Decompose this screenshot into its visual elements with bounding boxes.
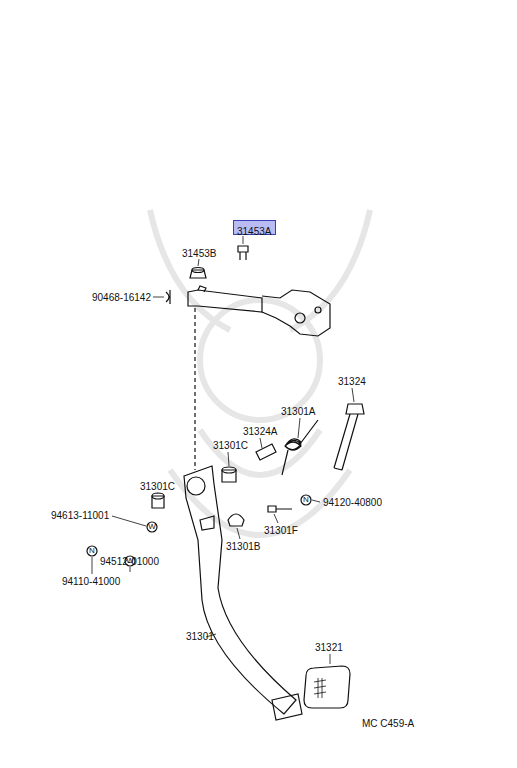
watermark (150, 210, 370, 535)
callout-number: 31301B (226, 541, 260, 552)
fastener-symbol-letter: N (89, 547, 95, 556)
part-drawings (87, 236, 364, 720)
callout-number: 94512-01000 (100, 556, 159, 567)
figure-code: MC C459-A (362, 718, 414, 729)
callout-number: 31301A (281, 406, 315, 417)
fastener-symbol-letter: N (303, 496, 309, 505)
callout-number: 31321 (315, 642, 343, 653)
callout-number: 90468-16142 (92, 292, 151, 303)
part-number: 31453A (234, 225, 274, 238)
callout-number: 31301F (264, 525, 298, 536)
callout-number: 31324A (243, 426, 277, 437)
callout-number: 31301 (186, 631, 214, 642)
callout-number: 94613-11001 (51, 510, 109, 521)
callout-number: 31453B (182, 248, 216, 259)
callout-number: 94120-40800 (323, 497, 382, 508)
highlighted-part-number: 31453A (233, 220, 276, 235)
fastener-symbol-letter: W (148, 523, 156, 532)
callout-number: 94110-41000 (62, 576, 120, 587)
callout-number: 31324 (338, 376, 366, 387)
callout-number: 31301C (140, 481, 175, 492)
callout-number: 31301C (213, 440, 248, 451)
